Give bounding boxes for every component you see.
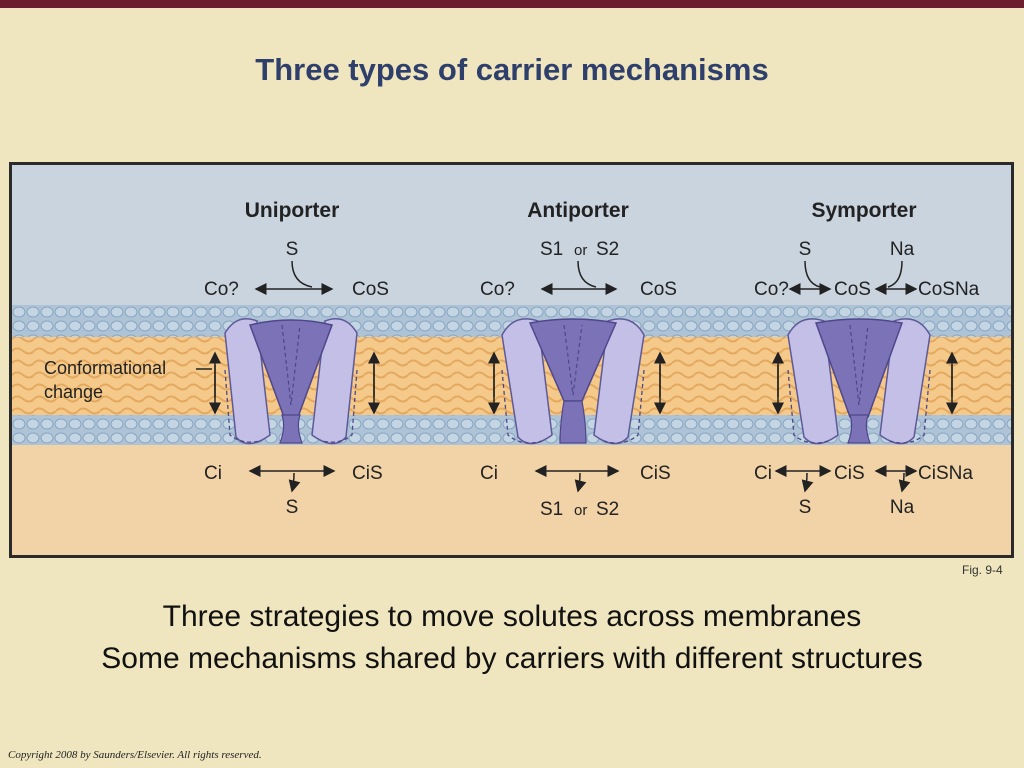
uniporter-bottom-right: CiS [352,463,383,484]
antiporter-bottom-solute-a: S1 [540,499,563,520]
symporter-bottom-left: Ci [754,463,772,484]
inner-head-groups [12,415,1011,445]
symporter-panel: Symporter S Na Co? CoS CoSNa Ci CiS CiSN… [754,199,980,518]
conformational-label-line2: change [44,382,103,402]
uniporter-carrier [224,318,358,445]
caption-line-1: Three strategies to move solutes across … [162,600,862,633]
antiporter-bottom-right: CiS [640,463,671,484]
uniporter-bottom-solute: S [286,497,299,518]
antiporter-top-right: CoS [640,279,677,300]
symporter-bottom-mid: CiS [834,463,865,484]
uniporter-bottom-curve [288,472,301,493]
figure-illustration: Conformational change Uniporter S Co? Co… [12,165,1011,555]
symporter-top-curve-2 [887,260,903,288]
symporter-top-mid: CoS [834,279,871,300]
uniporter-title: Uniporter [245,199,340,222]
antiporter-top-solute-b: S2 [596,239,619,260]
symporter-top-right: CoSNa [918,279,980,300]
symporter-top-curve-1 [804,260,821,288]
antiporter-top-or: or [574,242,587,259]
uniporter-top-curve [291,260,313,288]
antiporter-panel: Antiporter S1 or S2 Co? CoS Ci CiS S1 or… [480,199,677,520]
symporter-carrier [787,318,931,445]
uniporter-panel: Uniporter S Co? CoS Ci CiS S [204,199,389,518]
antiporter-bottom-left: Ci [480,463,498,484]
uniporter-top-left: Co? [204,279,239,300]
symporter-bottom-curve-2 [898,472,911,493]
uniporter-top-solute: S [286,239,299,260]
figure-reference: Fig. 9-4 [962,563,1003,577]
slide-title: Three types of carrier mechanisms [255,52,769,87]
symporter-bottom-curve-1 [801,472,814,493]
conformational-label-line1: Conformational [44,358,166,378]
antiporter-bottom-curve [574,472,587,493]
symporter-bottom-solute-2: Na [890,497,915,518]
caption-line-2: Some mechanisms shared by carriers with … [101,642,923,675]
symporter-top-solute-2: Na [890,239,915,260]
extracellular-space [12,165,1011,305]
uniporter-top-right: CoS [352,279,389,300]
antiporter-top-solute-a: S1 [540,239,563,260]
antiporter-top-curve [577,260,597,288]
symporter-title: Symporter [811,199,916,222]
antiporter-carrier [501,318,645,445]
symporter-top-solute: S [799,239,812,260]
symporter-bottom-solute: S [799,497,812,518]
copyright-notice: Copyright 2008 by Saunders/Elsevier. All… [8,749,262,761]
top-accent-bar [0,0,1024,8]
symporter-top-left: Co? [754,279,789,300]
antiporter-top-left: Co? [480,279,515,300]
antiporter-bottom-solute-b: S2 [596,499,619,520]
symporter-bottom-right: CiSNa [918,463,973,484]
antiporter-title: Antiporter [527,199,629,222]
cytoplasm [12,445,1011,555]
carrier-mechanism-figure: Conformational change Uniporter S Co? Co… [9,162,1014,558]
antiporter-bottom-or: or [574,502,587,519]
uniporter-bottom-left: Ci [204,463,222,484]
